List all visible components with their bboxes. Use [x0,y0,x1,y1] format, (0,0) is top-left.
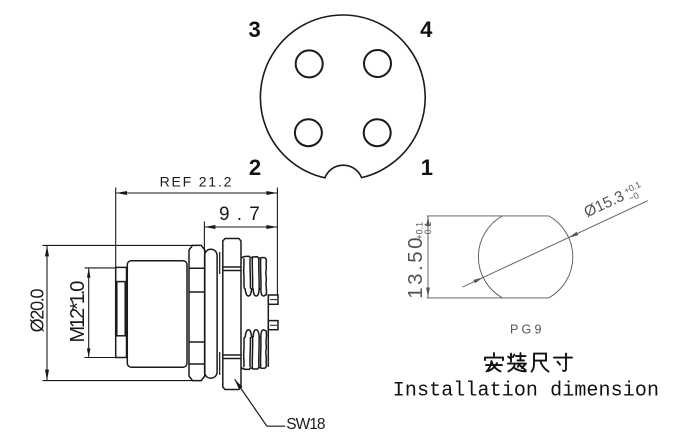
svg-text:2: 2 [249,155,261,180]
svg-text:1: 1 [421,155,433,180]
svg-text:Ø20.0: Ø20.0 [28,288,48,332]
svg-text:PG9: PG9 [510,323,545,337]
svg-text:Installation dimension: Installation dimension [393,380,659,403]
svg-text:4: 4 [420,17,433,42]
svg-text:−0.1: −0.1 [423,222,433,240]
svg-text:+0.1: +0.1 [415,222,425,240]
svg-text:13.50: 13.50 [404,235,427,299]
svg-text:M12*1.0: M12*1.0 [67,281,89,343]
svg-text:9.7: 9.7 [219,204,267,225]
svg-text:SW18: SW18 [286,416,325,433]
svg-text:REF 21.2: REF 21.2 [160,174,234,190]
svg-text:3: 3 [248,17,260,42]
svg-text:−0: −0 [627,190,641,203]
